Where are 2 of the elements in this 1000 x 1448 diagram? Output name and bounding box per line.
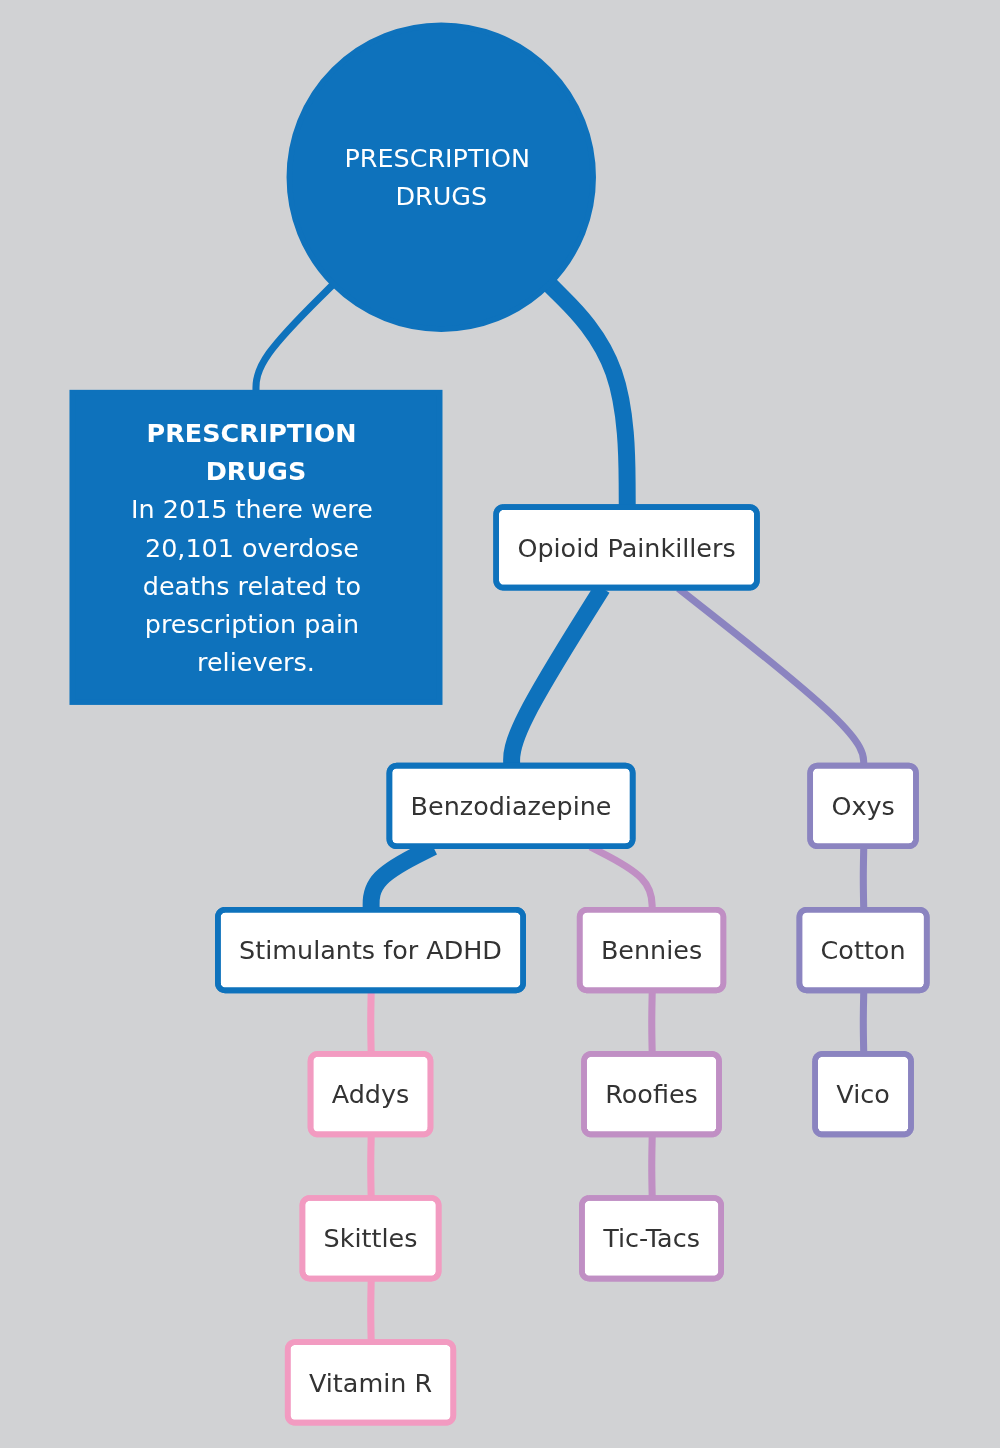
node-box: PRESCRIPTION DRUGS In 2015 there were 20,101 overdose deaths related to prescription pain relievers.	[69, 389, 443, 705]
node-circle: PRESCRIPTION DRUGS	[287, 22, 597, 332]
